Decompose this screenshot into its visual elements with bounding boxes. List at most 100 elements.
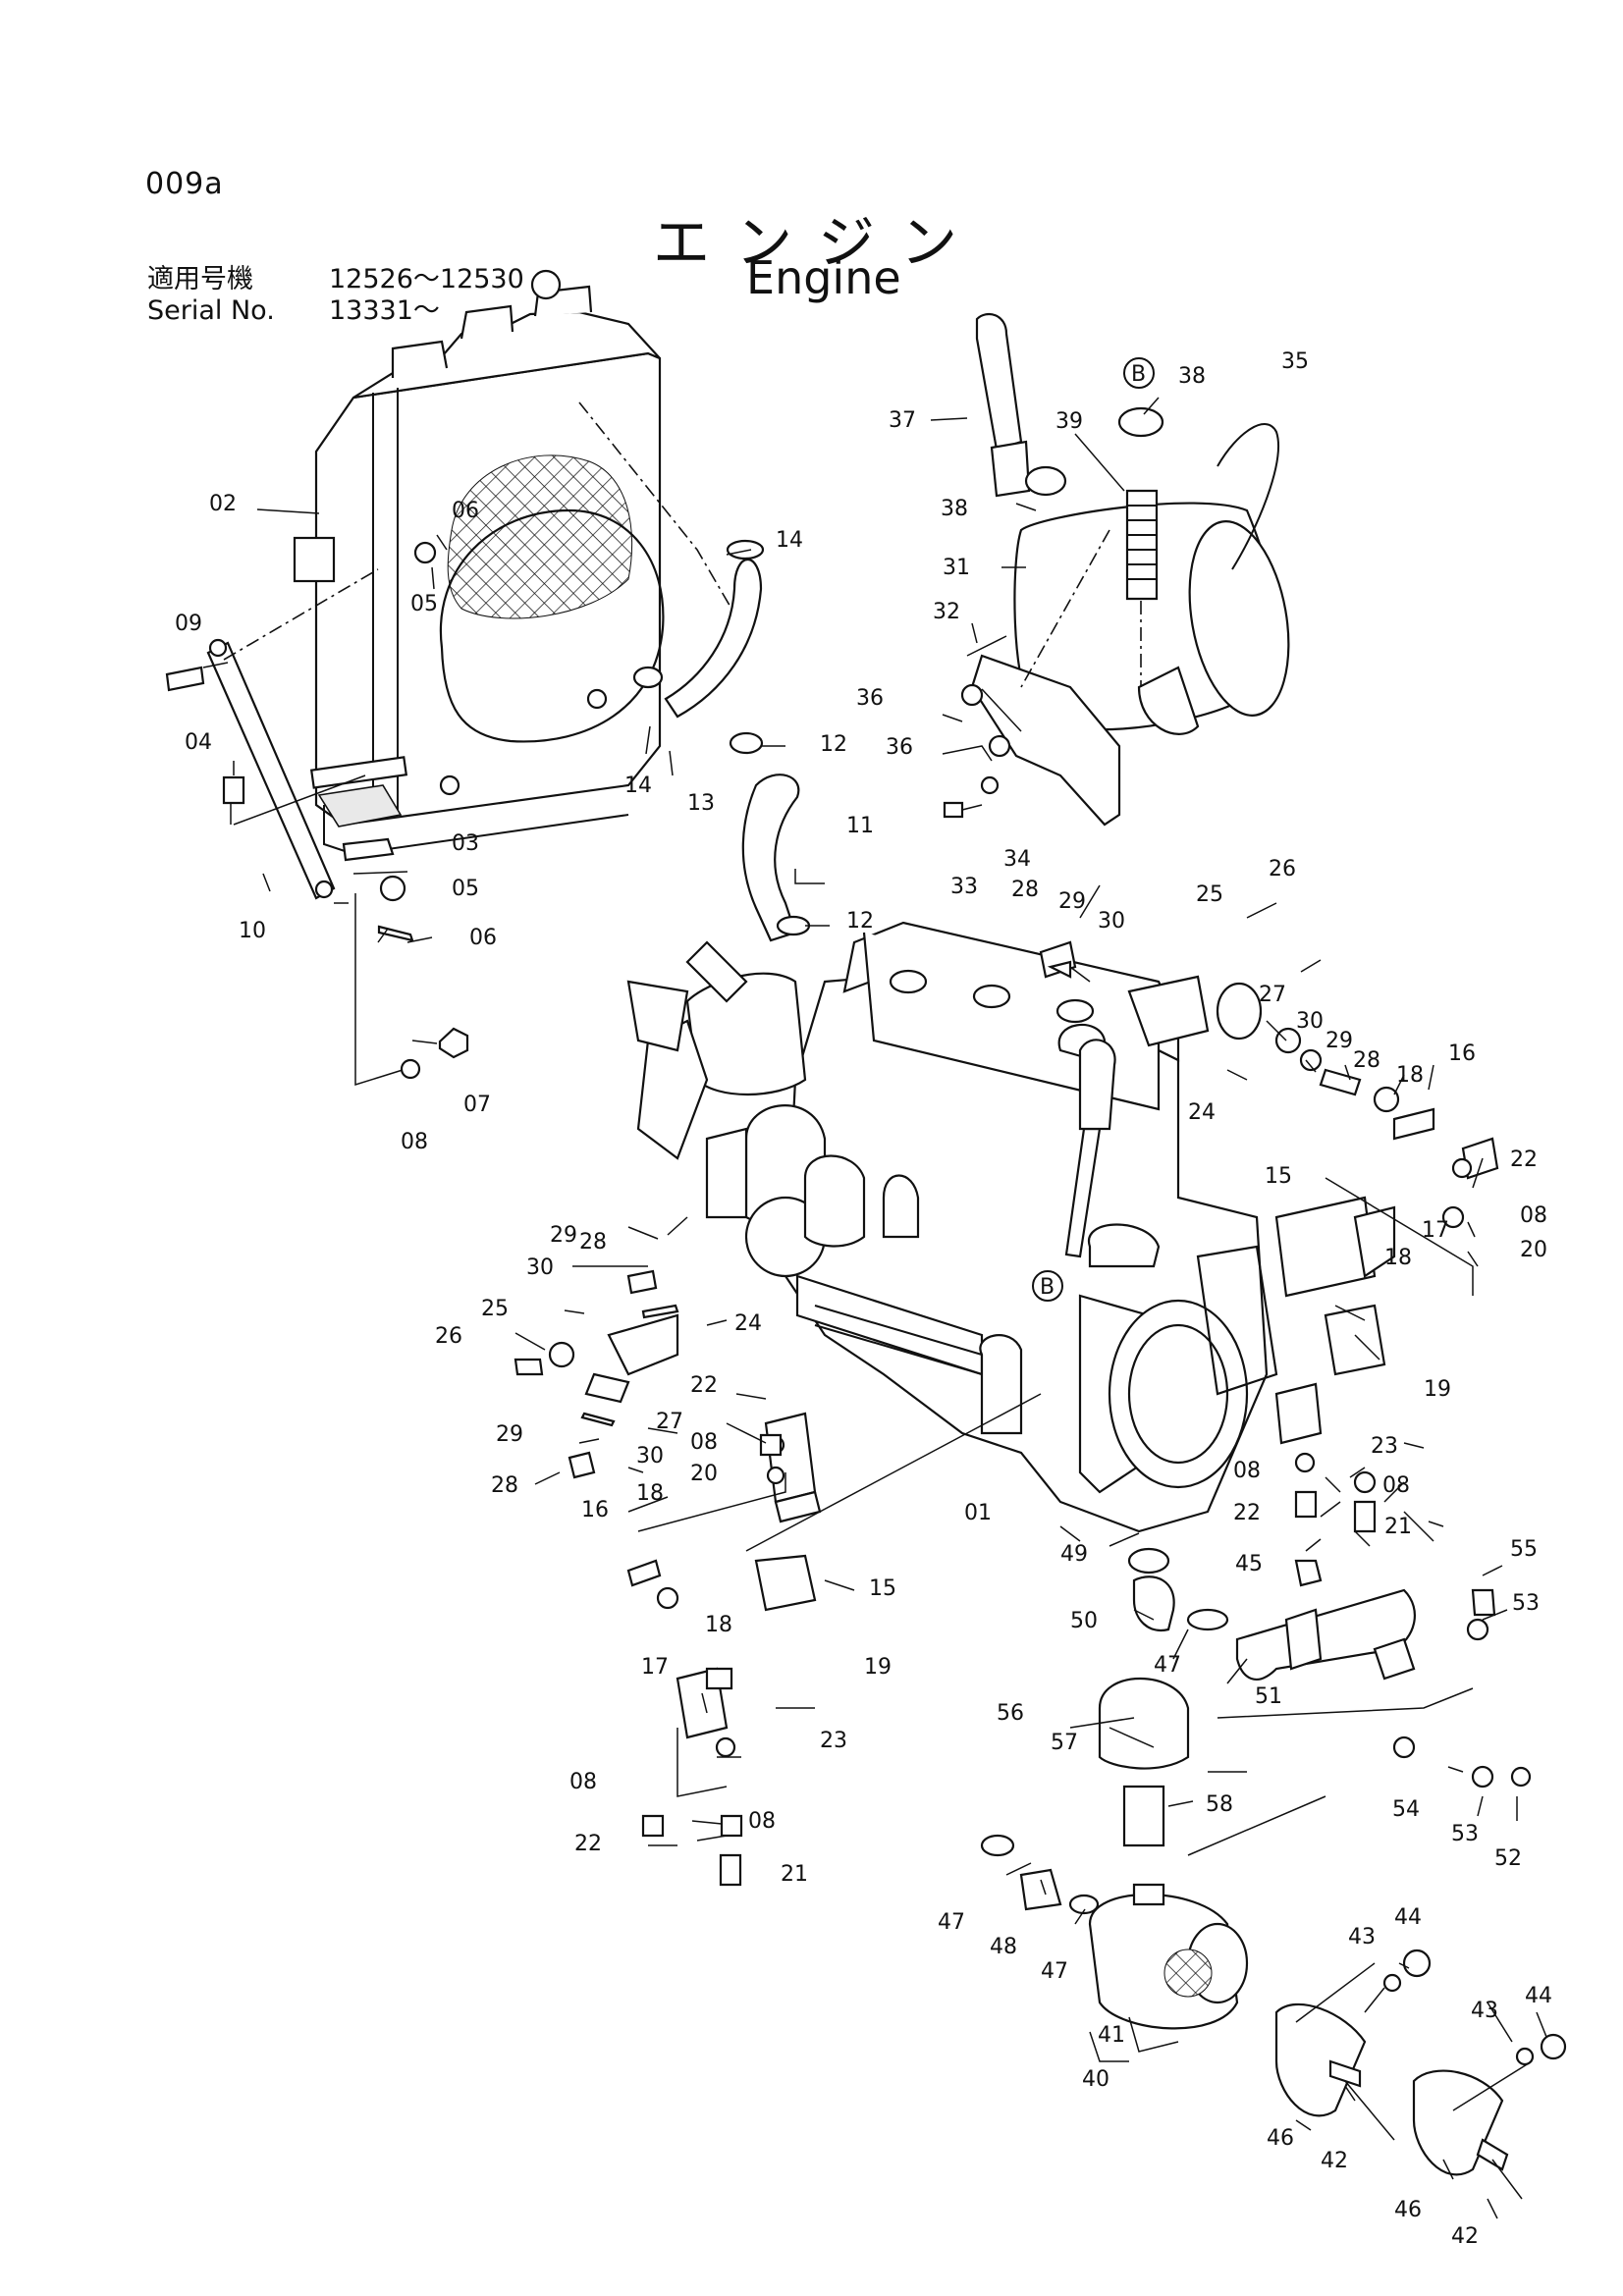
callout-29-right: 29 (1325, 1029, 1353, 1053)
callout-08-right-lower-b: 08 (1382, 1473, 1410, 1498)
serial-range-jp: 12526～12530 (329, 264, 524, 294)
callout-53-lower: 53 (1451, 1822, 1479, 1846)
callout-leaders (202, 397, 1547, 2219)
callout-41: 41 (1098, 2023, 1125, 2048)
callout-15-top: 15 (1265, 1164, 1292, 1189)
callout-labels: 37 B 38 35 39 38 31 32 36 36 33 34 02 06… (175, 349, 1552, 2249)
callout-21-left: 21 (781, 1862, 808, 1887)
callout-35: 35 (1281, 349, 1309, 374)
callout-29-top: 29 (1058, 889, 1086, 914)
callout-22-right: 22 (1510, 1148, 1538, 1172)
callout-46-b: 46 (1394, 2198, 1422, 2222)
callout-42-b: 42 (1451, 2224, 1479, 2249)
callout-45: 45 (1235, 1552, 1263, 1576)
callout-39: 39 (1055, 409, 1083, 434)
callout-49: 49 (1060, 1542, 1088, 1567)
callout-04: 04 (185, 730, 212, 755)
callout-07: 07 (463, 1093, 491, 1117)
callout-14-bottom: 14 (624, 774, 652, 798)
callout-43-b: 43 (1471, 1999, 1498, 2023)
callout-38-left: 38 (941, 497, 968, 521)
callout-44-a: 44 (1394, 1905, 1422, 1930)
serial-label-jp: 適用号機 (147, 264, 253, 294)
callout-51: 51 (1255, 1684, 1282, 1709)
callout-37: 37 (889, 408, 916, 433)
callout-50: 50 (1070, 1609, 1098, 1633)
serial-row-jp: 適用号機 12526～12530 (147, 257, 524, 295)
callout-06-bottom: 06 (469, 926, 497, 950)
callout-21-right: 21 (1384, 1515, 1412, 1539)
callout-08-left: 08 (690, 1430, 718, 1455)
callout-28-left: 28 (579, 1230, 607, 1255)
callout-36-b: 36 (886, 735, 913, 760)
callout-05-top: 05 (410, 592, 438, 616)
callout-31: 31 (943, 556, 970, 580)
callout-48: 48 (990, 1935, 1017, 1959)
callout-18-top: 18 (1396, 1063, 1424, 1088)
air-intake-assembly (980, 1547, 1567, 2200)
callout-12-bottom: 12 (846, 909, 874, 934)
callout-23-left: 23 (820, 1729, 847, 1753)
callout-17-top: 17 (1422, 1218, 1449, 1243)
callout-08-lower: 08 (748, 1809, 776, 1834)
callout-55: 55 (1510, 1537, 1538, 1562)
callout-54: 54 (1392, 1797, 1420, 1822)
callout-46-a: 46 (1267, 2126, 1294, 2151)
callout-10: 10 (239, 919, 266, 943)
serial-range-en: 13331～ (329, 295, 440, 326)
callout-43-a: 43 (1348, 1925, 1376, 1949)
callout-17-left: 17 (641, 1655, 669, 1680)
callout-56: 56 (997, 1701, 1024, 1726)
callout-32: 32 (933, 600, 960, 624)
radiator-assembly (293, 269, 732, 856)
radiator-fasteners (165, 666, 469, 1080)
callout-08-radiator: 08 (401, 1130, 428, 1154)
callout-24-left: 24 (734, 1311, 762, 1336)
muffler-assembly (943, 312, 1290, 827)
callout-29-left: 29 (550, 1223, 577, 1248)
callout-20-right: 20 (1520, 1238, 1547, 1262)
callout-06-top: 06 (452, 499, 479, 523)
callout-08-right-lower-a: 08 (1233, 1459, 1261, 1483)
callout-28-lower: 28 (491, 1473, 518, 1498)
callout-30-lower: 30 (636, 1444, 664, 1468)
callout-25-left: 25 (481, 1297, 509, 1321)
callout-28-right: 28 (1353, 1048, 1380, 1073)
callout-08-right: 08 (1520, 1203, 1547, 1228)
callout-24-top: 24 (1188, 1100, 1216, 1125)
serial-label-en: Serial No. (147, 295, 275, 326)
title-english: Engine (746, 251, 901, 304)
callout-42-a: 42 (1321, 2149, 1348, 2173)
callout-19-left: 19 (864, 1655, 892, 1680)
callout-14-top: 14 (776, 528, 803, 553)
callout-12-top: 12 (820, 732, 847, 757)
callout-01-engine: 01 (964, 1501, 992, 1525)
callout-18-right: 18 (1384, 1246, 1412, 1270)
callout-38-top: 38 (1178, 364, 1206, 389)
callout-29-lower: 29 (496, 1422, 523, 1447)
callout-15-left: 15 (869, 1576, 896, 1601)
callout-19-top: 19 (1424, 1377, 1451, 1402)
callout-53-right: 53 (1512, 1591, 1540, 1616)
callout-22-left: 22 (690, 1373, 718, 1398)
callout-58: 58 (1206, 1792, 1233, 1817)
callout-18-left: 18 (636, 1481, 664, 1506)
engine-block (626, 921, 1278, 1533)
callout-52: 52 (1494, 1846, 1522, 1871)
callout-08-lower-left: 08 (569, 1770, 597, 1794)
callout-03: 03 (452, 831, 479, 856)
callout-44-b: 44 (1525, 1984, 1552, 2008)
callout-30-top: 30 (1098, 909, 1125, 934)
callout-09: 09 (175, 612, 202, 636)
serial-row-en: Serial No. 13331～ (147, 289, 440, 327)
callout-b-top: B (1131, 362, 1146, 387)
callout-b-engine: B (1040, 1275, 1055, 1300)
callout-47-top: 47 (1154, 1653, 1181, 1678)
callout-22-lower-left: 22 (574, 1832, 602, 1856)
callout-33: 33 (950, 875, 978, 899)
callout-26-top: 26 (1269, 857, 1296, 881)
callout-28-top: 28 (1011, 878, 1039, 902)
callout-16-top: 16 (1448, 1041, 1476, 1066)
